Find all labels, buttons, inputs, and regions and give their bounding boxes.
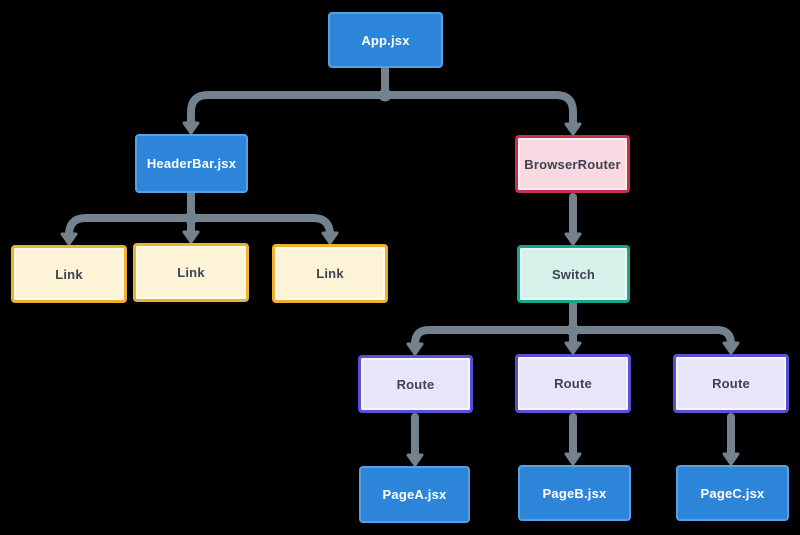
node-link-3: Link (272, 244, 388, 303)
node-browserrouter: BrowserRouter (515, 135, 630, 193)
arrowhead-icon (182, 121, 200, 135)
node-label: Link (177, 265, 205, 280)
node-switch: Switch (517, 245, 630, 303)
node-label: PageA.jsx (382, 487, 447, 502)
arrowhead-icon (406, 342, 424, 356)
node-route-2: Route (515, 354, 631, 413)
node-route-3: Route (673, 354, 789, 413)
node-page-a: PageA.jsx (359, 466, 470, 523)
arrowhead-icon (60, 232, 78, 246)
node-page-c: PageC.jsx (676, 465, 789, 521)
arrowhead-icon (182, 230, 200, 244)
edge-switch-to-routes (406, 299, 740, 356)
node-label: Route (396, 376, 435, 392)
node-label: Link (316, 266, 344, 281)
arrowhead-icon (722, 452, 740, 466)
node-link-2: Link (133, 243, 249, 302)
node-label: Route (554, 376, 592, 391)
node-app: App.jsx (328, 12, 443, 68)
edge-browserrouter-to-switch (564, 193, 582, 246)
node-label: App.jsx (361, 32, 410, 48)
node-route-1: Route (358, 355, 473, 413)
node-label: BrowserRouter (524, 156, 621, 172)
arrowhead-icon (564, 452, 582, 466)
arrowhead-icon (564, 341, 582, 355)
node-label: HeaderBar.jsx (146, 156, 237, 171)
node-label: Route (712, 376, 750, 391)
arrowhead-icon (406, 453, 424, 467)
arrowhead-icon (564, 122, 582, 136)
node-label: PageB.jsx (542, 485, 607, 501)
node-label: Switch (551, 266, 596, 282)
arrowhead-icon (564, 232, 582, 246)
arrowhead-icon (722, 341, 740, 355)
arrowhead-icon (321, 231, 339, 245)
edge-app-to-children (182, 64, 582, 136)
node-page-b: PageB.jsx (518, 465, 631, 521)
node-label: Link (55, 266, 83, 282)
edge-headerbar-to-links (60, 189, 339, 246)
node-label: PageC.jsx (700, 485, 765, 501)
edge-routes-to-pages (406, 413, 740, 467)
node-link-1: Link (11, 245, 127, 303)
node-headerbar: HeaderBar.jsx (135, 134, 248, 193)
